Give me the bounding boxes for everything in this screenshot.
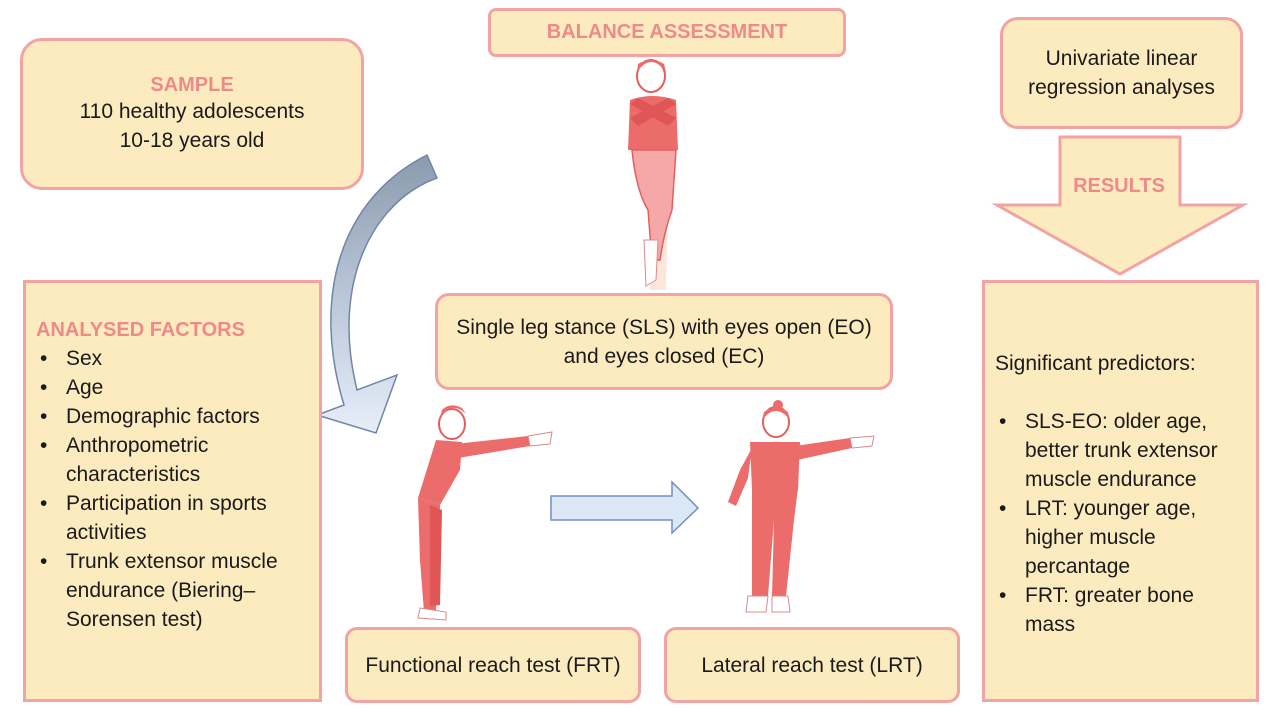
univariate-line-2: regression analyses: [1028, 76, 1215, 99]
list-item: Trunk extensor muscle endurance (Biering…: [36, 547, 309, 634]
list-item: SLS-EO: older age, better trunk extensor…: [995, 407, 1246, 494]
predictors-heading: Significant predictors:: [995, 352, 1196, 375]
list-item: Anthropometric characteristics: [36, 431, 309, 489]
predictors-list: SLS-EO: older age, better trunk extensor…: [995, 407, 1246, 639]
down-arrow: [991, 135, 1249, 276]
balance-heading: BALANCE ASSESSMENT: [546, 21, 788, 43]
list-item: Sex: [36, 344, 309, 373]
single-leg-stance-figure: [628, 59, 678, 290]
sample-heading: SAMPLE: [150, 73, 234, 96]
results-label: RESULTS: [1073, 175, 1165, 197]
single-leg-stance-box: Single leg stance (SLS) with eyes open (…: [435, 293, 893, 390]
lateral-reach-figure: [728, 400, 875, 613]
sls-line-1: Single leg stance (SLS) with eyes open (…: [456, 315, 872, 339]
sample-line-1: 110 healthy adolescents: [79, 99, 305, 123]
results-box: Significant predictors: SLS-EO: older ag…: [982, 280, 1259, 702]
frt-label: Functional reach test (FRT): [365, 653, 621, 677]
univariate-box: Univariate linear regression analyses: [1000, 17, 1243, 129]
list-item: Participation in sports activities: [36, 489, 309, 547]
sls-line-2: and eyes closed (EC): [563, 344, 765, 368]
univariate-line-1: Univariate linear: [1045, 47, 1198, 70]
functional-reach-figure: [417, 405, 553, 621]
lrt-label: Lateral reach test (LRT): [701, 653, 923, 677]
analysed-factors-list: Sex Age Demographic factors Anthropometr…: [36, 344, 309, 634]
analysed-heading: ANALYSED FACTORS: [36, 319, 245, 341]
spacer: [995, 378, 1246, 407]
analysed-factors-box: ANALYSED FACTORS Sex Age Demographic fac…: [23, 280, 322, 702]
functional-reach-box: Functional reach test (FRT): [345, 627, 641, 703]
lateral-reach-box: Lateral reach test (LRT): [664, 627, 960, 703]
sample-box: SAMPLE 110 healthy adolescents 10-18 yea…: [20, 38, 364, 190]
list-item: FRT: greater bone mass: [995, 581, 1246, 639]
curved-arrow: [314, 153, 439, 434]
list-item: LRT: younger age, higher muscle percanta…: [995, 494, 1246, 581]
right-arrow: [550, 480, 700, 535]
balance-assessment-box: BALANCE ASSESSMENT: [488, 8, 846, 57]
sample-line-2: 10-18 years old: [119, 128, 265, 152]
list-item: Age: [36, 373, 309, 402]
list-item: Demographic factors: [36, 402, 309, 431]
